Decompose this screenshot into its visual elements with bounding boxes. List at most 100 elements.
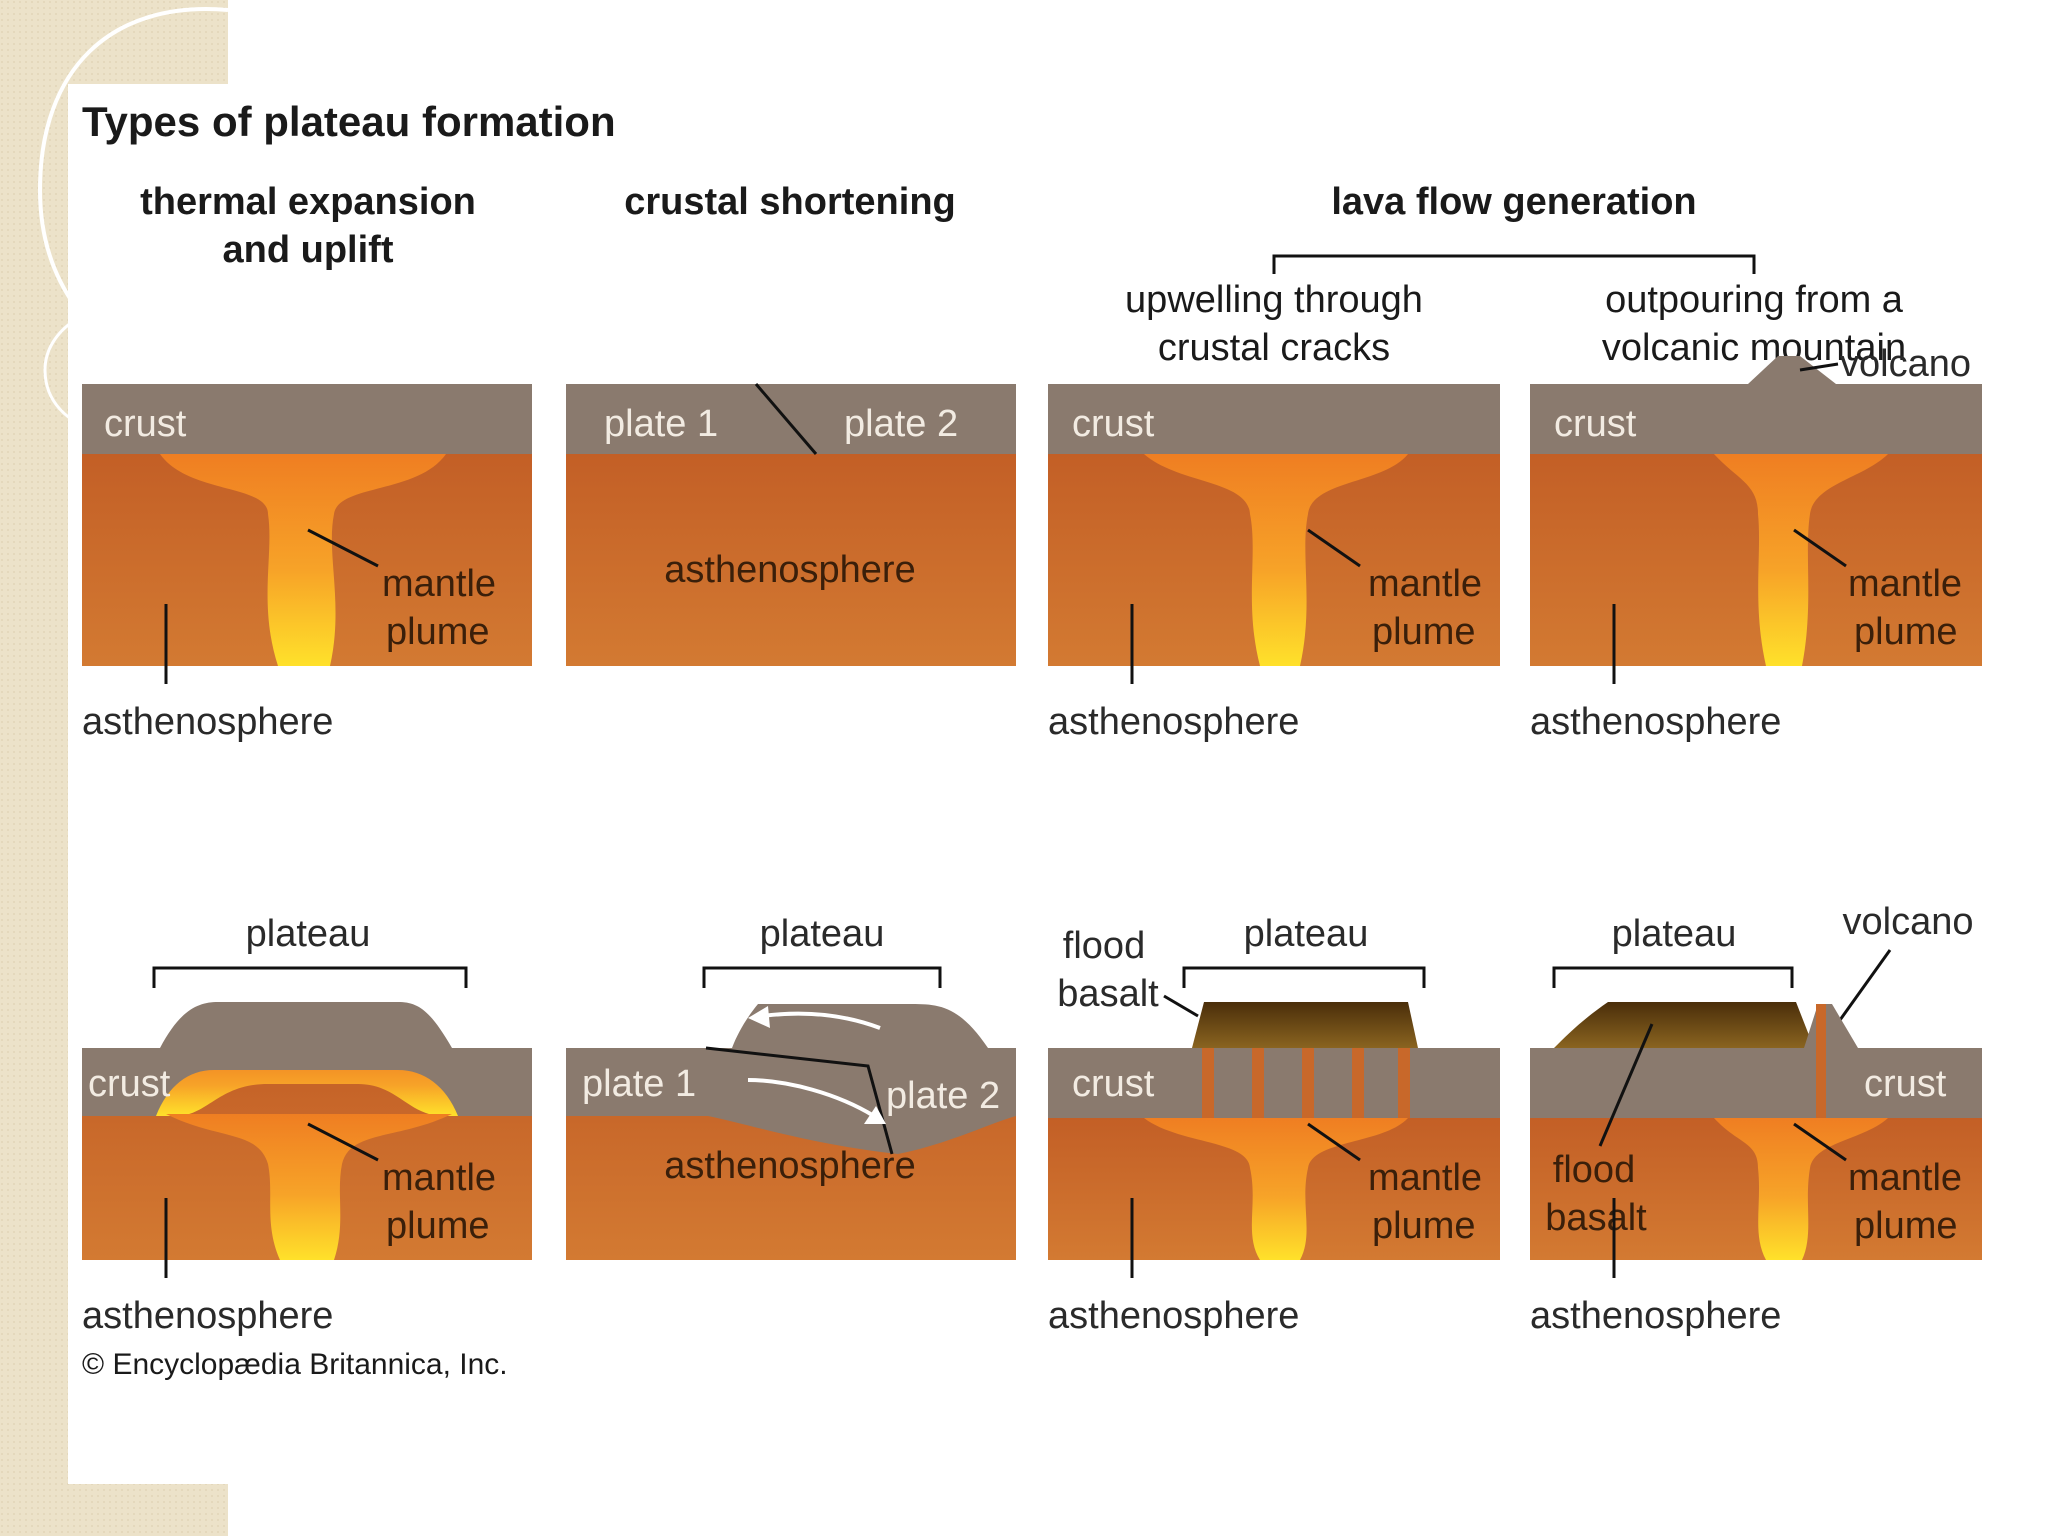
mantle-plume — [1144, 1118, 1408, 1260]
crust-layer — [566, 384, 1016, 454]
asthenosphere-layer — [566, 454, 1016, 666]
crust-layer — [1530, 1048, 1982, 1118]
asthenosphere-label: asthenosphere — [664, 549, 915, 591]
flood-basalt-pointer — [1598, 1023, 1654, 1147]
mantle-plume-pointer — [1793, 1122, 1847, 1162]
plateau-label: plateau — [760, 913, 885, 955]
crustal-crack — [1302, 1048, 1314, 1118]
asthenosphere-label: asthenosphere — [82, 701, 333, 743]
panel-upwelling-after: plateau flood basalt crust mantle plume … — [1048, 913, 1500, 1337]
panel-thermal-after: plateau crust mantle plume asthenosphere — [82, 913, 532, 1337]
volcano-cone — [1748, 356, 1836, 384]
column-heading-thermal: and uplift — [223, 229, 394, 271]
plume-label: plume — [386, 1205, 490, 1247]
volcano-label: volcano — [1843, 901, 1974, 943]
asthenosphere-label: asthenosphere — [664, 1145, 915, 1187]
mantle-plume — [160, 454, 446, 666]
crust-label: crust — [88, 1063, 171, 1105]
flood-label: flood — [1553, 1149, 1635, 1191]
crust-label: crust — [1864, 1063, 1947, 1105]
plume-label: plume — [386, 611, 490, 653]
mantle-label: mantle — [382, 1157, 496, 1199]
plate-boundary-line — [754, 383, 818, 455]
plateau-label: plateau — [1612, 913, 1737, 955]
lava-heading-bracket — [1272, 254, 1756, 274]
plateau-bracket — [152, 966, 468, 988]
mantle-plume — [1714, 454, 1888, 666]
column-heading-crustal: crustal shortening — [624, 181, 956, 223]
column-heading-lava: lava flow generation — [1331, 181, 1696, 223]
panel-outpouring-before: crust volcano mantle plume asthenosphere — [1530, 343, 1982, 743]
basalt-label: basalt — [1057, 973, 1159, 1015]
flood-basalt-layer — [1554, 1002, 1814, 1048]
mantle-plume-pointer — [307, 1122, 379, 1162]
plate1-label: plate 1 — [582, 1063, 696, 1105]
asthenosphere-label: asthenosphere — [1048, 1295, 1299, 1337]
flood-label: flood — [1063, 925, 1145, 967]
mantle-plume-pointer — [1307, 1122, 1361, 1162]
mantle-plume — [1144, 454, 1408, 666]
column-heading-thermal: thermal expansion — [140, 181, 476, 223]
flood-basalt-pointer — [1163, 994, 1199, 1018]
crust-label: crust — [1072, 403, 1155, 445]
thickened-crust — [566, 1004, 1016, 1154]
mantle-label: mantle — [1848, 1157, 1962, 1199]
asthenosphere-label: asthenosphere — [1530, 1295, 1781, 1337]
plate1-label: plate 1 — [604, 403, 718, 445]
subheading-upwelling: crustal cracks — [1158, 327, 1390, 369]
mantle-plume — [166, 1114, 452, 1260]
mantle-plume — [1714, 1118, 1888, 1260]
panel-crustal-before: plate 1 plate 2 asthenosphere — [566, 383, 1016, 666]
mantle-label: mantle — [382, 563, 496, 605]
motion-arrow — [747, 1078, 876, 1118]
panel-upwelling-before: crust mantle plume asthenosphere — [1048, 384, 1500, 743]
crust-label: crust — [1554, 403, 1637, 445]
panel-thermal-before: crust mantle plume asthenosphere — [82, 384, 532, 743]
copyright-notice: © Encyclopædia Britannica, Inc. — [82, 1348, 508, 1381]
plateau-label: plateau — [246, 913, 371, 955]
arrowhead — [748, 1006, 770, 1028]
mantle-label: mantle — [1368, 1157, 1482, 1199]
asthenosphere-label: asthenosphere — [1048, 701, 1299, 743]
asthenosphere-label: asthenosphere — [1530, 701, 1781, 743]
plateau-bracket — [1552, 966, 1794, 988]
flood-basalt-layer — [1192, 1002, 1418, 1048]
plateau-bracket — [1182, 966, 1426, 988]
volcano-cone — [1804, 1004, 1858, 1048]
mantle-label: mantle — [1368, 563, 1482, 605]
panel-outpouring-after: plateau volcano crust flood basalt mantl… — [1530, 901, 1982, 1337]
plume-label: plume — [1372, 1205, 1476, 1247]
plateau-bracket — [702, 966, 942, 988]
subheading-outpouring: volcanic mountain — [1602, 327, 1906, 369]
volcano-pointer — [1799, 362, 1839, 372]
mantle-plume-pointer — [307, 528, 379, 568]
crustal-crack — [1352, 1048, 1364, 1118]
figure-title: Types of plateau formation — [82, 98, 616, 145]
plume-label: plume — [1854, 611, 1958, 653]
uplifted-crust — [82, 1002, 532, 1116]
crust-layer — [1530, 384, 1982, 454]
mantle-label: mantle — [1848, 563, 1962, 605]
basalt-label: basalt — [1545, 1197, 1647, 1239]
subheading-upwelling: upwelling through — [1125, 279, 1423, 321]
crust-layer — [1048, 384, 1500, 454]
crust-layer — [82, 384, 532, 454]
subheading-outpouring: outpouring from a — [1605, 279, 1904, 321]
crustal-crack — [1398, 1048, 1410, 1118]
plume-label: plume — [1372, 611, 1476, 653]
asthenosphere-label: asthenosphere — [82, 1295, 333, 1337]
crustal-crack — [1202, 1048, 1214, 1118]
arrowhead — [864, 1106, 886, 1124]
plate2-label: plate 2 — [886, 1075, 1000, 1117]
volcano-label: volcano — [1840, 343, 1971, 385]
crust-label: crust — [1072, 1063, 1155, 1105]
crustal-crack — [1252, 1048, 1264, 1118]
mantle-plume-pointer — [1307, 528, 1361, 568]
mantle-plume-pointer — [1793, 528, 1847, 568]
motion-arrow — [761, 1011, 881, 1030]
crust-layer — [1048, 1048, 1500, 1118]
panel-crustal-after: plateau plate 1 plate 2 asthenosphere — [566, 913, 1016, 1260]
plume-label: plume — [1854, 1205, 1958, 1247]
volcanic-conduit — [1816, 1004, 1826, 1118]
plate2-label: plate 2 — [844, 403, 958, 445]
